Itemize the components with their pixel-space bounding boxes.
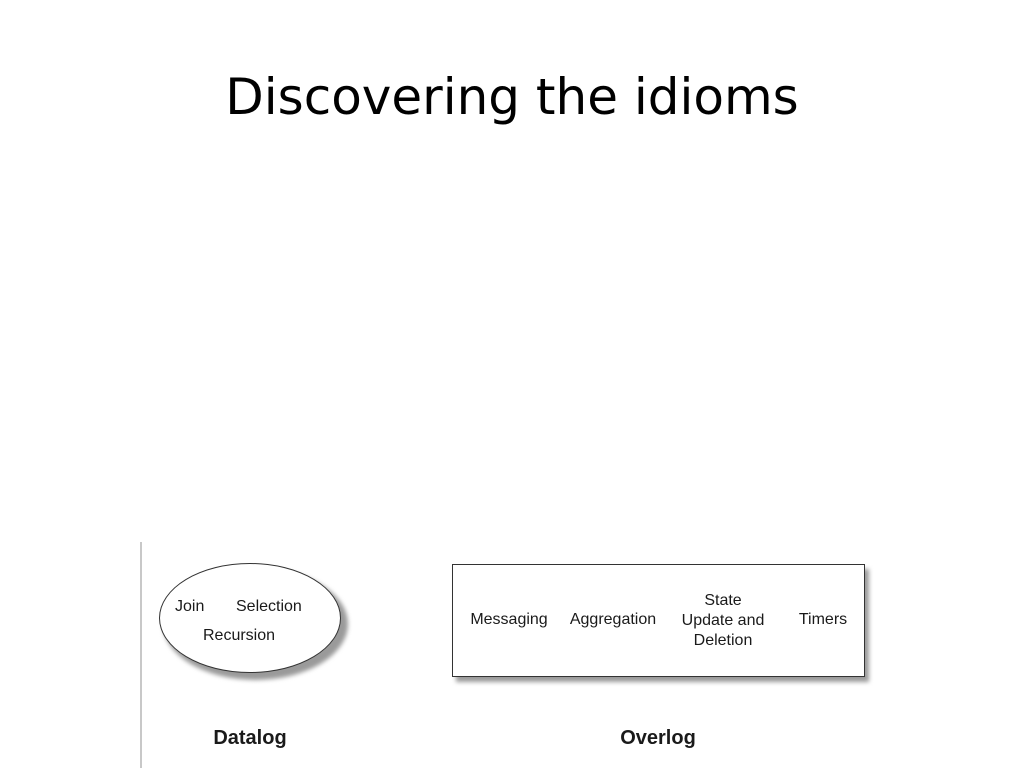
overlog-item-state-update: State Update and Deletion (682, 591, 765, 651)
slide-title: Discovering the idioms (225, 68, 799, 126)
datalog-ellipse (159, 563, 341, 673)
overlog-box (452, 564, 865, 677)
datalog-item-selection: Selection (236, 598, 302, 615)
state-line-2: Update and (681, 612, 765, 629)
overlog-item-messaging: Messaging (470, 611, 548, 628)
overlog-item-timers: Timers (798, 611, 848, 628)
state-line-3: Deletion (693, 632, 753, 649)
datalog-item-join: Join (175, 598, 205, 615)
datalog-item-recursion: Recursion (202, 627, 276, 644)
left-divider-line (140, 542, 142, 768)
overlog-item-aggregation: Aggregation (569, 611, 657, 628)
overlog-caption: Overlog (620, 727, 696, 749)
datalog-caption: Datalog (213, 727, 287, 749)
state-line-1: State (704, 592, 742, 609)
